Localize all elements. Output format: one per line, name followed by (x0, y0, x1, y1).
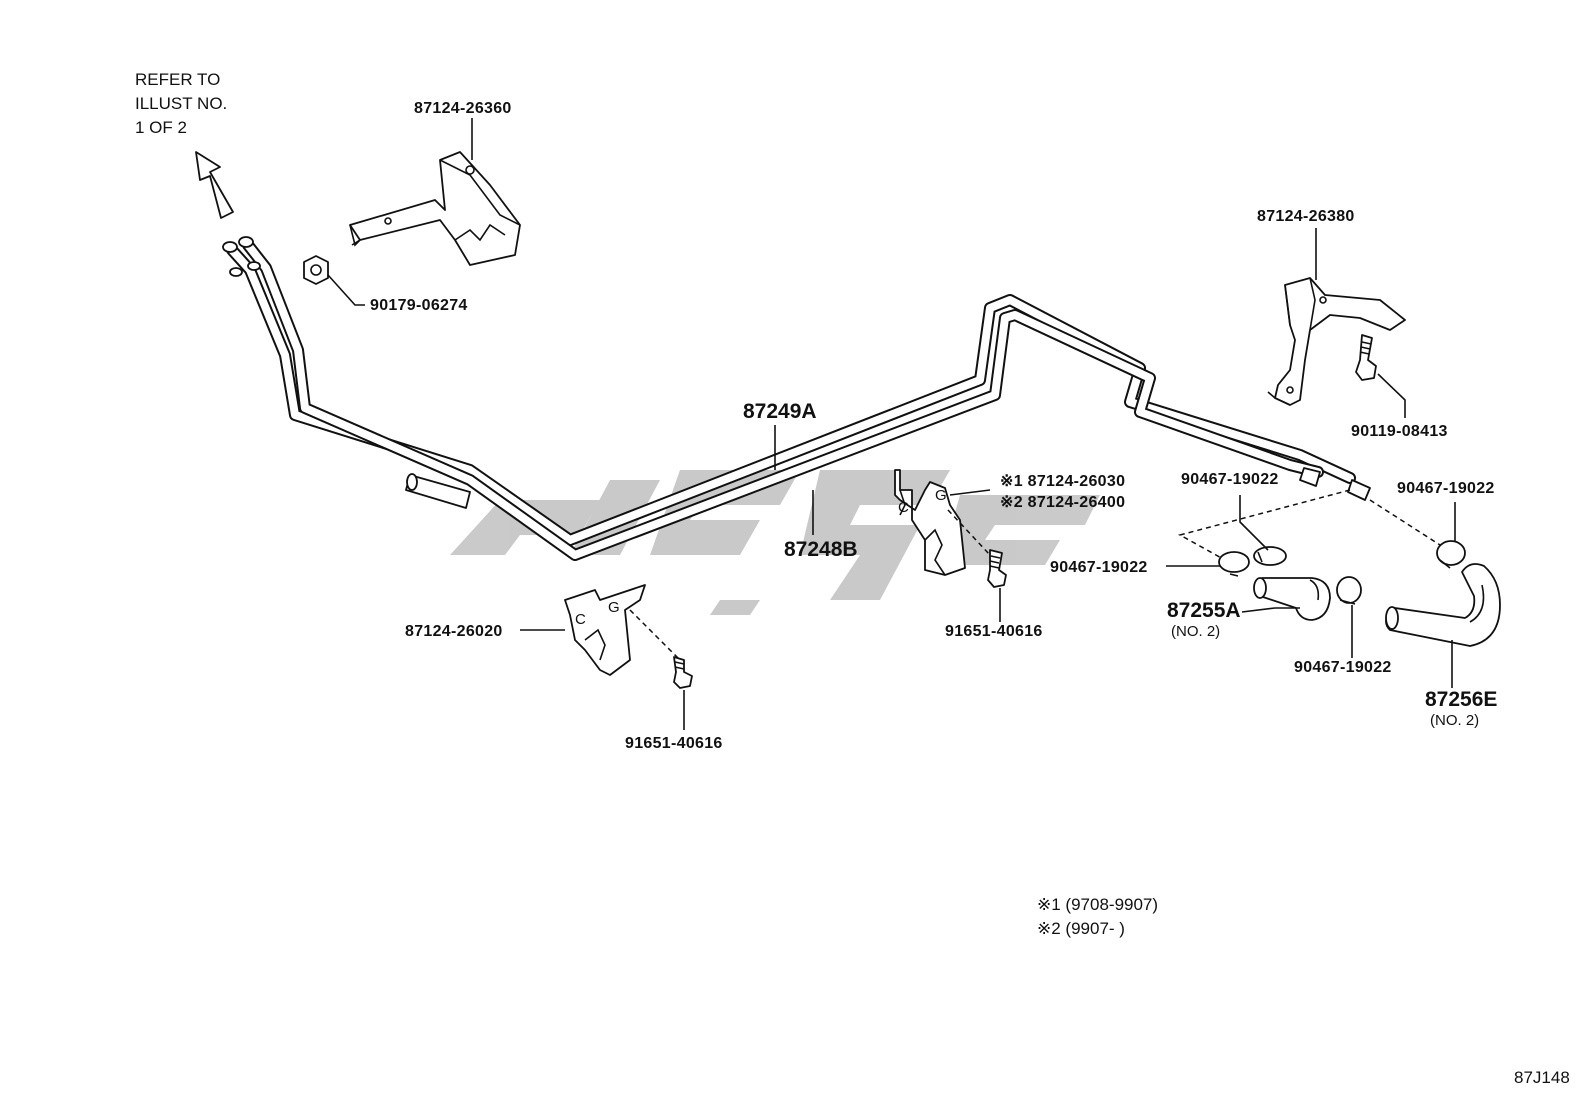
leader-87124-26030 (949, 489, 991, 496)
label-87124-26380: 87124-26380 (1257, 208, 1355, 225)
clip-90467-19022-d (1336, 576, 1362, 605)
label-90467-19022-d: 90467-19022 (1294, 659, 1392, 676)
label-87255A-sub: (NO. 2) (1171, 623, 1220, 640)
label-90467-19022-b: 90467-19022 (1050, 559, 1148, 576)
svg-text:C: C (898, 499, 909, 516)
diagram-id: 87J148 (1514, 1068, 1570, 1087)
dashed-line-bolt-1 (947, 509, 991, 556)
dashed-line-bolt-2 (629, 609, 681, 661)
label-87124-26030: ※1 87124-26030 (1000, 473, 1125, 490)
label-87248B: 87248B (784, 538, 858, 561)
refer-arrow-icon (195, 151, 234, 219)
clip-90467-19022-a (1253, 546, 1287, 566)
svg-text:G: G (608, 599, 620, 616)
label-87256E: 87256E (1425, 688, 1497, 711)
leader-90119-08413 (1377, 373, 1406, 418)
leader-90179-06274 (327, 274, 365, 306)
label-90467-19022-a: 90467-19022 (1181, 471, 1279, 488)
label-90119-08413: 90119-08413 (1351, 423, 1448, 440)
label-87256E-sub: (NO. 2) (1430, 712, 1479, 729)
label-91651-40616-b: 91651-40616 (625, 735, 723, 752)
dashed-line-hose-1 (1178, 489, 1351, 561)
bracket-87124-26360 (349, 151, 521, 266)
label-87124-26400: ※2 87124-26400 (1000, 494, 1125, 511)
label-87255A: 87255A (1167, 599, 1241, 622)
svg-text:G: G (935, 487, 947, 504)
label-87124-26020: 87124-26020 (405, 623, 503, 640)
label-87249A: 87249A (743, 400, 817, 423)
leader-87255A (1241, 607, 1300, 613)
pipe-87249A (226, 244, 1356, 546)
refer-note-line-3: 1 OF 2 (135, 118, 187, 137)
nut-90179-06274 (303, 255, 329, 285)
pipe-87248B (242, 239, 1324, 561)
footnote-1: ※1 (9708-9907) (1037, 895, 1158, 914)
hose-87255A (1253, 577, 1331, 621)
clip-90467-19022-c (1436, 540, 1466, 569)
label-91651-40616-a: 91651-40616 (945, 623, 1043, 640)
refer-note: REFER TO ILLUST NO. 1 OF 2 (135, 70, 227, 137)
dashed-line-hose-2 (1369, 499, 1441, 546)
label-87124-26360: 87124-26360 (414, 100, 512, 117)
bolt-91651-40616-a (987, 549, 1007, 588)
bolt-90119-08413 (1355, 334, 1377, 381)
refer-note-line-1: REFER TO (135, 70, 220, 89)
svg-text:C: C (575, 611, 586, 628)
pipe-end-fittings (222, 236, 1371, 509)
clamp-87124-26020: C G (564, 584, 646, 676)
clip-90467-19022-b (1218, 551, 1250, 577)
leader-90467-19022-a (1239, 495, 1269, 551)
refer-note-line-2: ILLUST NO. (135, 94, 227, 113)
bolt-91651-40616-b (673, 656, 693, 689)
clamp-87124-26030: C G (894, 469, 966, 576)
label-90467-19022-c: 90467-19022 (1397, 480, 1495, 497)
bracket-87124-26380 (1267, 277, 1406, 406)
hose-87256E (1385, 563, 1501, 647)
footnote-2: ※2 (9907- ) (1037, 919, 1125, 938)
label-90179-06274: 90179-06274 (370, 297, 468, 314)
